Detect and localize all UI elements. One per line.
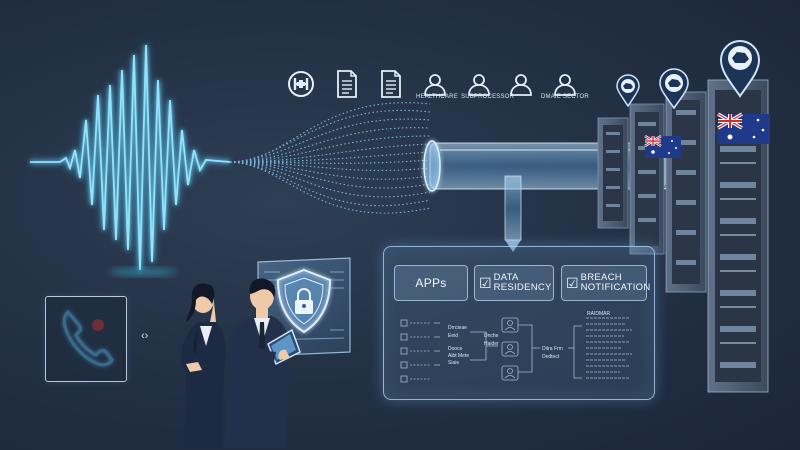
business-people xyxy=(180,278,301,448)
hospital-icon xyxy=(286,68,316,100)
person-icon xyxy=(464,68,494,100)
location-pin-icon xyxy=(659,68,689,110)
australia-flag-icon xyxy=(644,134,681,158)
label-healthcare: HEALTHCARE xyxy=(416,94,458,100)
breach-label-line2: NOTIFICATION xyxy=(580,282,651,293)
flow-label: Aibt Mete xyxy=(448,353,470,359)
apps-label: APPs xyxy=(415,276,447,290)
audio-waveform xyxy=(30,44,231,275)
person-icon xyxy=(550,68,580,100)
checkbox-checked-icon: ☑ xyxy=(566,274,579,291)
data-residency-chip[interactable]: ☑ DATA RESIDENCY xyxy=(474,265,554,301)
label-subprocessor: SUBPROCESSOR xyxy=(461,94,515,100)
flow-label: Dooce xyxy=(448,346,463,352)
flow-label: Haider xyxy=(484,341,499,347)
person-icon xyxy=(420,68,450,100)
flow-label: RAIDMAR xyxy=(587,311,611,317)
person-icon xyxy=(506,68,536,100)
apps-chip[interactable]: APPs xyxy=(394,265,468,301)
australia-flag-icon xyxy=(717,112,770,144)
document-icon xyxy=(376,68,406,100)
flow-label: Eeid xyxy=(448,333,459,339)
flow-label: Ditra Frm xyxy=(542,346,563,352)
breach-notification-chip[interactable]: ☑ BREACH NOTIFICATION xyxy=(561,265,650,301)
flow-label: Dnche xyxy=(484,333,499,339)
data-residency-label-line2: RESIDENCY xyxy=(493,282,552,293)
data-residency-label-line1: DATA xyxy=(493,272,519,283)
flowchart xyxy=(400,317,632,383)
flow-label: Drrcieae xyxy=(448,325,467,331)
label-public-sector: DMAIE SECTOR xyxy=(541,94,589,100)
location-pin-icon xyxy=(719,40,761,98)
text-lines-block xyxy=(586,317,632,379)
document-icon xyxy=(332,68,362,100)
left-nodes xyxy=(400,319,440,383)
code-arrows-glyph: ‹› xyxy=(141,330,149,342)
location-pin-icon xyxy=(616,74,640,108)
breach-label-line1: BREACH xyxy=(580,272,622,283)
compliance-panel: APPs ☑ DATA RESIDENCY ☑ BREACH NOTIFICAT… xyxy=(383,246,655,400)
flow-label: Dedtect xyxy=(542,354,560,360)
flow-label: Siaie xyxy=(448,360,460,366)
data-stream xyxy=(229,102,431,214)
shield-lock-icon xyxy=(276,268,332,334)
checkbox-checked-icon: ☑ xyxy=(479,274,492,291)
phone-call-card[interactable] xyxy=(45,296,127,382)
